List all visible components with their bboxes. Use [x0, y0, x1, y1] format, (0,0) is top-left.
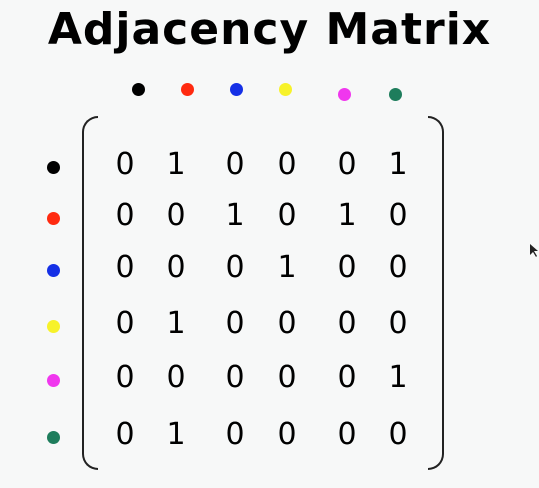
matrix-cell: 0	[337, 147, 357, 182]
matrix-cell: 0	[337, 250, 357, 285]
matrix-cell: 0	[277, 147, 297, 182]
matrix-cell: 1	[277, 250, 297, 285]
matrix-cell: 0	[115, 250, 135, 285]
column-node-dot-2	[180, 82, 194, 96]
matrix-cell: 0	[388, 417, 408, 452]
matrix-cell: 0	[166, 250, 186, 285]
matrix-cell: 1	[337, 198, 357, 233]
matrix-cell: 0	[115, 198, 135, 233]
matrix-cell: 0	[337, 360, 357, 395]
matrix-cell: 1	[388, 147, 408, 182]
column-node-dot-1	[131, 82, 145, 96]
matrix-cell: 0	[388, 198, 408, 233]
row-node-dot-1	[46, 160, 60, 174]
matrix-cell: 0	[166, 198, 186, 233]
column-node-dot-4	[278, 82, 292, 96]
matrix-cell: 0	[388, 306, 408, 341]
page-title: Adjacency Matrix	[47, 4, 492, 55]
column-node-dot-6	[388, 87, 402, 101]
row-node-dot-4	[46, 319, 60, 333]
matrix-cell: 0	[225, 360, 245, 395]
matrix-cell: 1	[166, 306, 186, 341]
matrix-cell: 0	[115, 306, 135, 341]
matrix-cell: 0	[115, 147, 135, 182]
matrix-cell: 0	[225, 417, 245, 452]
matrix-cell: 0	[166, 360, 186, 395]
matrix-cell: 0	[225, 306, 245, 341]
matrix-cell: 0	[225, 147, 245, 182]
matrix-cell: 0	[337, 306, 357, 341]
matrix-cell: 0	[115, 360, 135, 395]
matrix-cell: 0	[388, 250, 408, 285]
matrix-cell: 1	[388, 360, 408, 395]
matrix-cell: 0	[337, 417, 357, 452]
row-node-dot-3	[46, 263, 60, 277]
row-node-dot-6	[46, 430, 60, 444]
matrix-cell: 0	[115, 417, 135, 452]
matrix-cell: 1	[225, 198, 245, 233]
matrix-left-bracket	[82, 116, 98, 470]
row-node-dot-5	[46, 373, 60, 387]
row-node-dot-2	[46, 211, 60, 225]
matrix-cell: 1	[166, 417, 186, 452]
matrix-cell: 0	[277, 360, 297, 395]
matrix-cell: 0	[277, 417, 297, 452]
matrix-cell: 0	[277, 198, 297, 233]
column-node-dot-5	[337, 87, 351, 101]
mouse-cursor-icon	[530, 244, 538, 257]
matrix-cell: 1	[166, 147, 186, 182]
matrix-right-bracket	[428, 116, 444, 470]
column-node-dot-3	[229, 82, 243, 96]
matrix-cell: 0	[225, 250, 245, 285]
matrix-cell: 0	[277, 306, 297, 341]
